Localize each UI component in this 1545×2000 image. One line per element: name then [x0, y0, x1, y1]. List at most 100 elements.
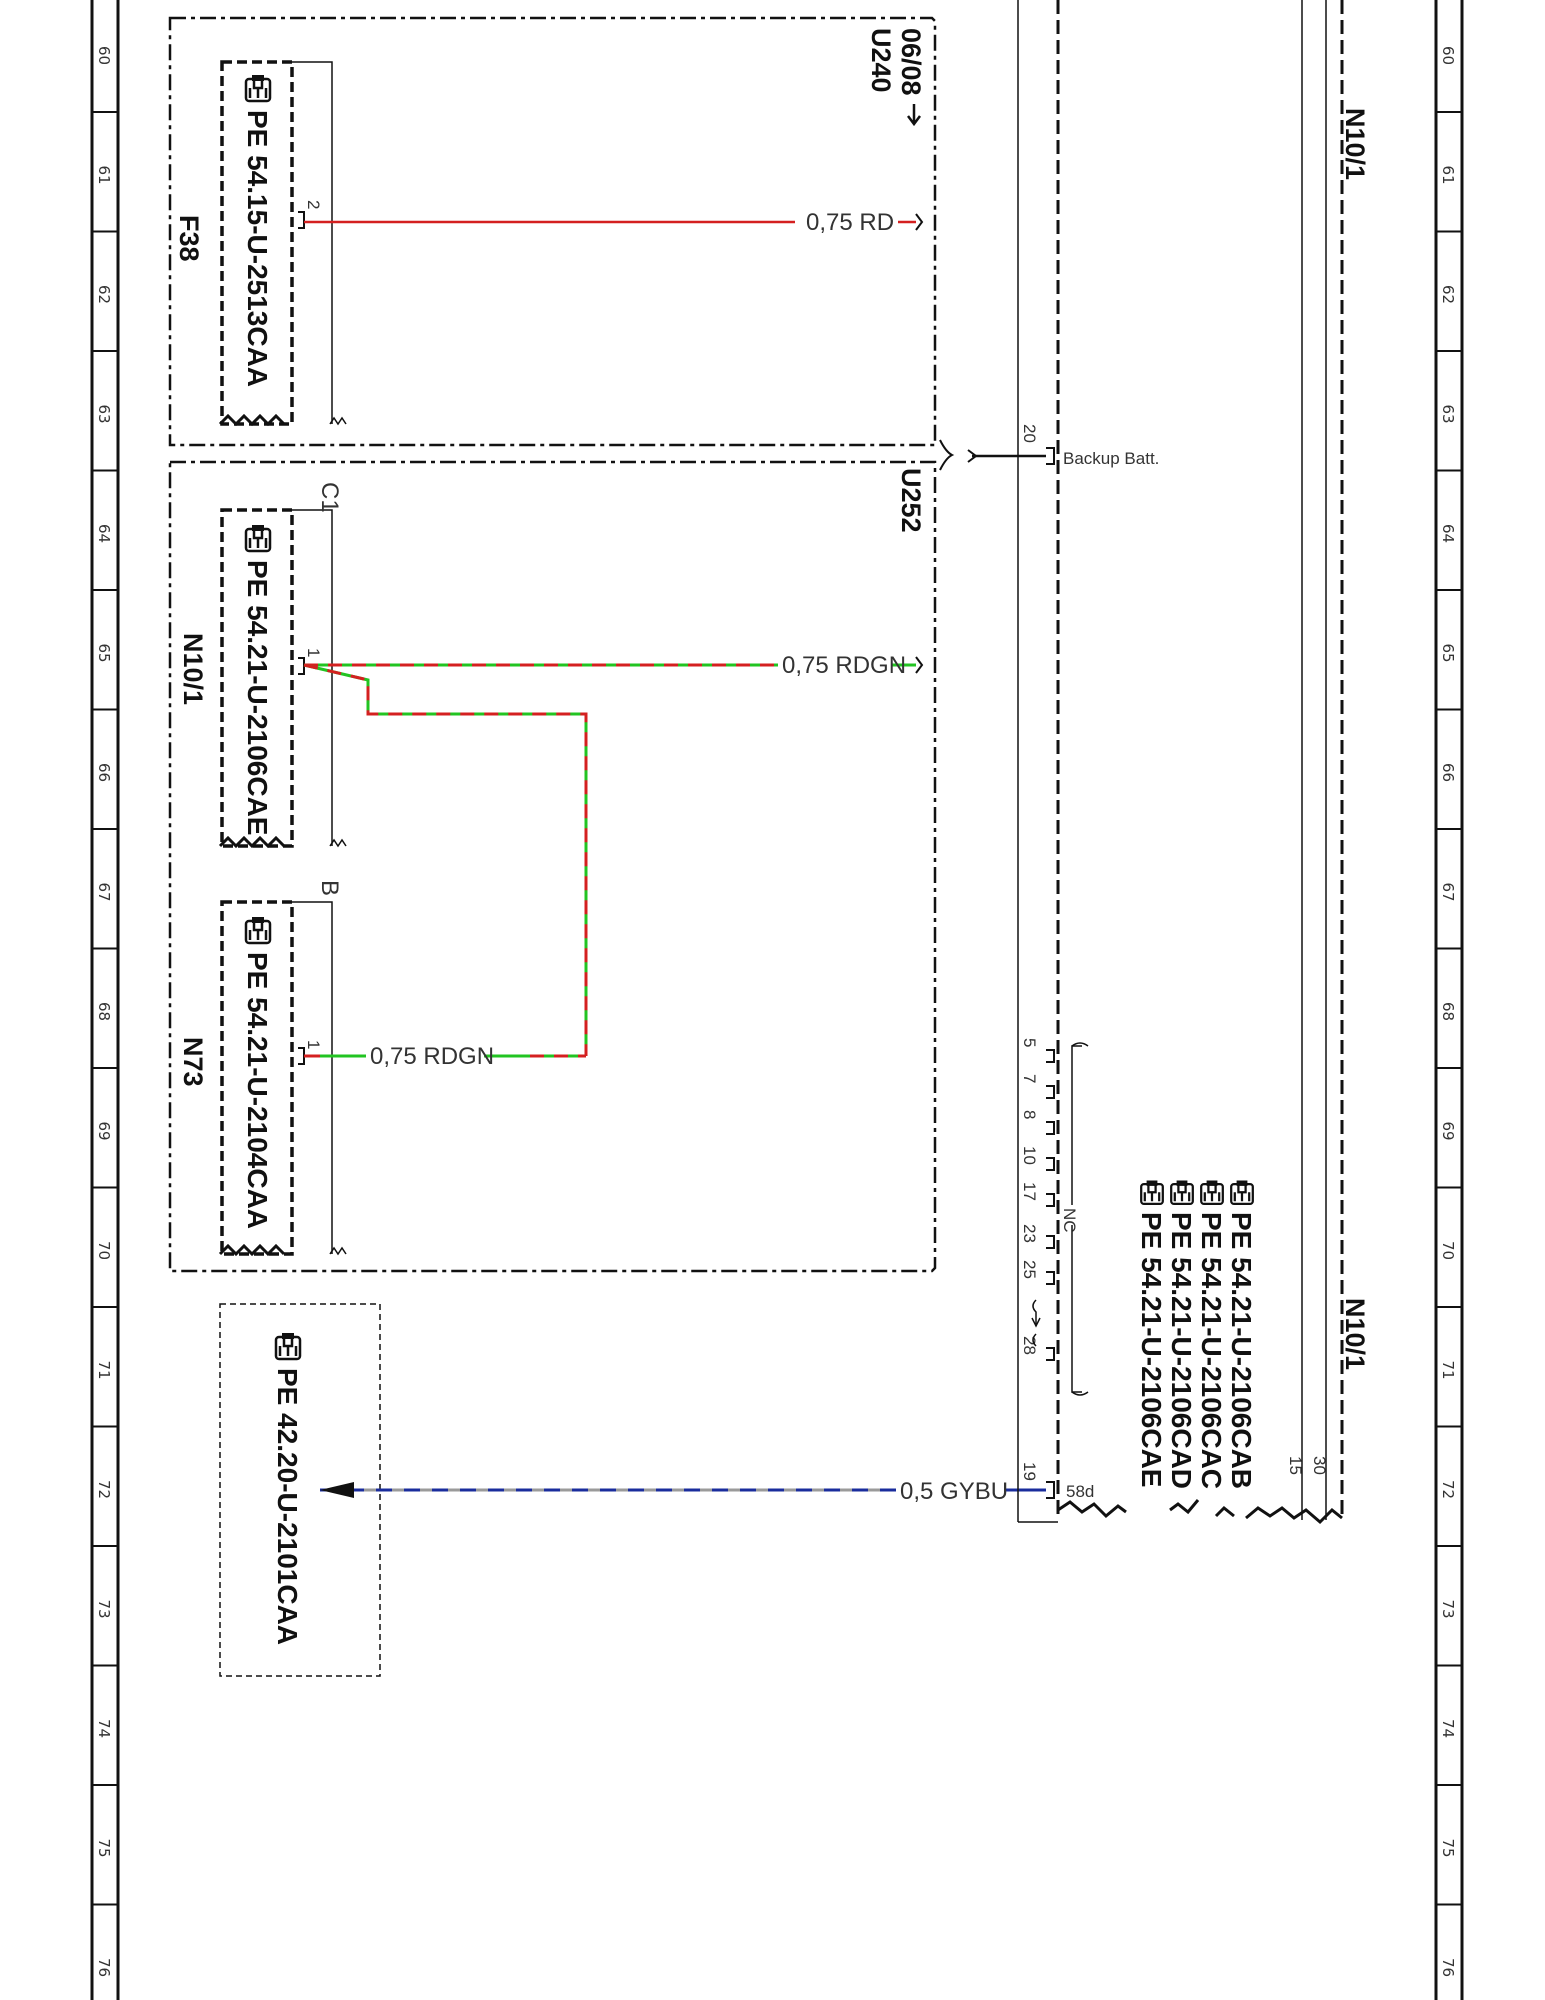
n73-pe-ref[interactable]: PE 54.21-U-2104CAA — [242, 952, 273, 1229]
pointing-hand-icon — [1140, 1179, 1164, 1206]
left-ruler-number: 75 — [95, 1839, 113, 1858]
right-ruler-number: 70 — [1439, 1241, 1457, 1260]
right-ruler-number: 65 — [1439, 644, 1457, 663]
right-ruler-number: 73 — [1439, 1600, 1457, 1619]
left-ruler-number: 68 — [95, 1002, 113, 1021]
pointing-hand-icon — [244, 523, 272, 553]
left-ruler-number: 67 — [95, 883, 113, 902]
pointing-hand-icon — [1230, 1179, 1254, 1206]
nc-label: NC — [1060, 1208, 1079, 1233]
module-pe-ref[interactable]: PE 54.21-U-2106CAE — [1136, 1212, 1167, 1487]
right-ruler-number: 67 — [1439, 883, 1457, 902]
f38-pe-ref[interactable]: PE 54.15-U-2513CAA — [242, 110, 273, 387]
right-ruler-number: 74 — [1439, 1719, 1457, 1738]
right-ruler-number: 75 — [1439, 1839, 1457, 1858]
n10-label: N10/1 — [178, 633, 208, 705]
wire-rd[interactable]: 0,75 RD — [304, 209, 924, 236]
left-ruler-number: 63 — [95, 405, 113, 424]
nc-pin-terminal — [1046, 1157, 1055, 1171]
n10-module-label-top: N10/1 — [1340, 108, 1370, 180]
nc-pin-terminal — [1046, 1121, 1055, 1135]
nc-pin-number: 25 — [1020, 1260, 1039, 1279]
left-ruler-number: 74 — [95, 1719, 113, 1738]
nc-pin-number: 17 — [1020, 1182, 1039, 1201]
u240-box: U240 06/08 — [168, 16, 937, 447]
n10-connector: PE 54.21-U-2106CAE N10/1 C1 1 — [178, 482, 347, 849]
n10-pin: 1 — [304, 648, 323, 657]
pointing-hand-icon — [244, 915, 272, 945]
left-ruler-number: 65 — [95, 644, 113, 663]
nc-pin-number: 28 — [1020, 1336, 1039, 1355]
right-ruler-number: 66 — [1439, 763, 1457, 782]
f38-connector: PE 54.15-U-2513CAA F38 2 — [174, 60, 347, 427]
right-ruler-number: 71 — [1439, 1361, 1457, 1380]
pointing-hand-icon — [244, 73, 272, 103]
right-ruler-number: 72 — [1439, 1480, 1457, 1499]
u252-box: U252 — [168, 460, 937, 1273]
right-ruler-number: 62 — [1439, 285, 1457, 304]
n73-connector-label: B — [316, 880, 343, 896]
n10-pe-ref[interactable]: PE 54.21-U-2106CAE — [242, 560, 273, 835]
pin-15: 15 — [1286, 1456, 1305, 1475]
left-ruler-number: 61 — [95, 166, 113, 185]
right-ruler: 60 61 62 63 64 65 66 67 68 69 70 71 72 73 74 75 76 — [1434, 0, 1464, 2000]
f38-label: F38 — [174, 215, 204, 262]
n10-connector-label: C1 — [316, 482, 343, 513]
left-ruler-number: 76 — [95, 1958, 113, 1977]
module-pe-ref[interactable]: PE 54.21-U-2106CAB — [1226, 1212, 1257, 1489]
u240-label: U240 — [866, 28, 896, 93]
right-ruler-number: 76 — [1439, 1958, 1457, 1977]
n73-connector: PE 54.21-U-2104CAA N73 B 1 — [178, 880, 347, 1257]
nc-pin-terminal — [1046, 1085, 1055, 1099]
u240-ref: 06/08 — [896, 28, 926, 96]
nc-pin-number: 23 — [1020, 1224, 1039, 1243]
wire-rdgn-label-n73: 0,75 RDGN — [370, 1043, 494, 1070]
left-ruler-number: 70 — [95, 1241, 113, 1260]
right-ruler-number: 61 — [1439, 166, 1457, 185]
left-ruler-number: 73 — [95, 1600, 113, 1619]
pin-58d: 19 — [1020, 1462, 1039, 1481]
pin-30: 30 — [1310, 1456, 1329, 1475]
right-ruler-number: 69 — [1439, 1122, 1457, 1141]
backup-batt-label: Backup Batt. — [1063, 449, 1159, 468]
wire-rd-label: 0,75 RD — [806, 209, 894, 236]
nc-pin-terminal — [1046, 1235, 1055, 1249]
wire-rdgn-label-main: 0,75 RDGN — [782, 652, 906, 679]
pointing-hand-icon — [1170, 1179, 1194, 1206]
nc-pin-terminal — [1046, 1193, 1055, 1207]
right-ruler-number: 60 — [1439, 46, 1457, 65]
pointing-hand-icon — [1200, 1179, 1224, 1206]
n10-module-label-bottom: N10/1 — [1340, 1298, 1370, 1370]
left-ruler-number: 71 — [95, 1361, 113, 1380]
left-ruler-number: 60 — [95, 46, 113, 65]
left-ruler-number: 64 — [95, 524, 113, 543]
f38-pin: 2 — [304, 200, 323, 209]
left-ruler-number: 69 — [95, 1122, 113, 1141]
nc-pin-number: 8 — [1020, 1110, 1039, 1119]
n10-module: N10/1 N10/1 20 Backup Batt. 578101723252… — [1017, 0, 1370, 1525]
nc-pin-number: 10 — [1020, 1146, 1039, 1165]
wire-gybu-label: 0,5 GYBU — [900, 1478, 1008, 1505]
wire-gybu[interactable]: 0,5 GYBU — [320, 1478, 1046, 1505]
wire-rdgn[interactable]: 0,75 RDGN 0,75 RDGN — [303, 652, 924, 1070]
right-ruler-number: 68 — [1439, 1002, 1457, 1021]
n73-label: N73 — [178, 1037, 208, 1087]
nc-pin-terminal — [1046, 1049, 1055, 1063]
module-pe-ref[interactable]: PE 54.21-U-2106CAC — [1196, 1212, 1227, 1489]
pin-backup: 20 — [1020, 424, 1039, 443]
nc-pin-number: 5 — [1020, 1038, 1039, 1047]
left-ruler-number: 66 — [95, 763, 113, 782]
n73-pin: 1 — [304, 1040, 323, 1049]
nc-pin-terminal — [1046, 1347, 1055, 1361]
label-58d: 58d — [1066, 1482, 1094, 1501]
left-ruler-number: 72 — [95, 1480, 113, 1499]
right-ruler-number: 63 — [1439, 405, 1457, 424]
external-pe-ref[interactable]: PE 42.20-U-2101CAA — [272, 1368, 303, 1645]
pointing-hand-icon — [274, 1331, 302, 1361]
right-ruler-number: 64 — [1439, 524, 1457, 543]
module-pe-ref[interactable]: PE 54.21-U-2106CAD — [1166, 1212, 1197, 1489]
